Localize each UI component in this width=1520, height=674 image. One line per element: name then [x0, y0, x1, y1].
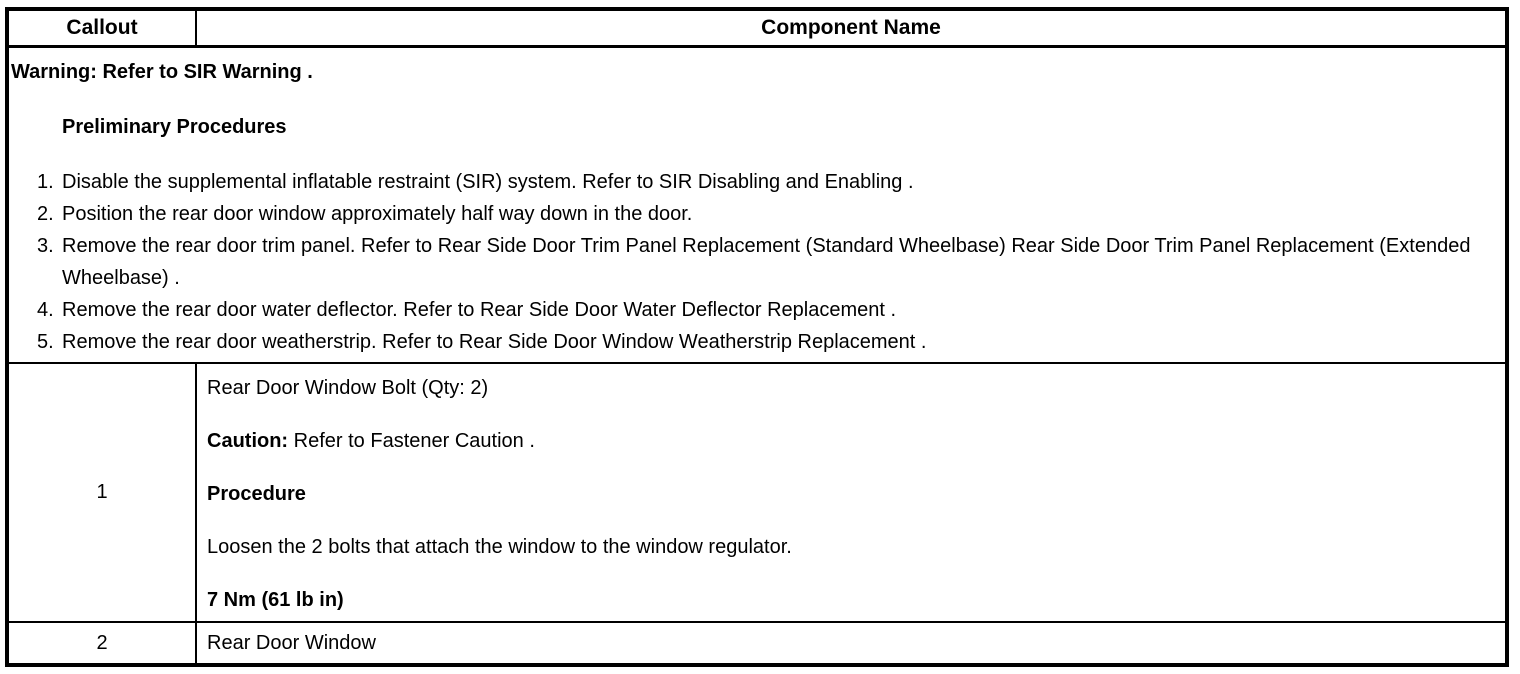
list-item: 4. Remove the rear door water deflector.… [11, 294, 1497, 326]
list-item: 2. Position the rear door window approxi… [11, 198, 1497, 230]
procedure-text: Loosen the 2 bolts that attach the windo… [207, 536, 792, 558]
step-number: 4. [37, 299, 54, 321]
step-number: 1. [37, 171, 54, 193]
table-header-row: Callout Component Name [9, 11, 1505, 48]
preliminary-procedures-heading: Preliminary Procedures [62, 116, 287, 138]
step-text: Remove the rear door weatherstrip. Refer… [62, 331, 927, 353]
table-row-callout-1: 1 Rear Door Window Bolt (Qty: 2) Caution… [9, 364, 1505, 623]
table-row-callout-2: 2 Rear Door Window [9, 623, 1505, 663]
caution-text: Refer to Fastener Caution . [293, 430, 535, 452]
torque-spec: 7 Nm (61 lb in) [207, 589, 344, 611]
list-item: 1. Disable the supplemental inflatable r… [11, 166, 1497, 198]
callout-number-cell: 1 [9, 364, 197, 621]
step-number: 2. [37, 203, 54, 225]
component-callout-table: Callout Component Name Warning: Refer to… [5, 7, 1509, 667]
component-name-text: Rear Door Window [207, 632, 376, 654]
preliminary-steps-list: 1. Disable the supplemental inflatable r… [11, 166, 1497, 358]
step-text: Remove the rear door water deflector. Re… [62, 299, 897, 321]
caution-label: Caution: [207, 430, 289, 452]
column-header-component-name: Component Name [761, 16, 941, 39]
component-name-cell: Rear Door Window Bolt (Qty: 2) Caution: … [197, 364, 1505, 621]
step-text: Remove the rear door trim panel. Refer t… [62, 235, 1471, 289]
step-number: 3. [37, 235, 54, 257]
column-header-callout: Callout [9, 11, 197, 45]
list-item: 5. Remove the rear door weatherstrip. Re… [11, 326, 1497, 358]
caution-line: Caution: Refer to Fastener Caution . [207, 425, 1493, 457]
callout-number-cell: 2 [9, 623, 197, 663]
component-name-text: Rear Door Window Bolt (Qty: 2) [207, 377, 489, 399]
preliminary-procedures-section: Warning: Refer to SIR Warning . Prelimin… [9, 48, 1505, 364]
sir-warning-text: Warning: Refer to SIR Warning . [11, 61, 313, 83]
component-name-cell: Rear Door Window [197, 623, 1505, 663]
step-number: 5. [37, 331, 54, 353]
step-text: Position the rear door window approximat… [62, 203, 693, 225]
list-item: 3. Remove the rear door trim panel. Refe… [11, 230, 1497, 294]
procedure-heading: Procedure [207, 483, 306, 505]
step-text: Disable the supplemental inflatable rest… [62, 171, 914, 193]
